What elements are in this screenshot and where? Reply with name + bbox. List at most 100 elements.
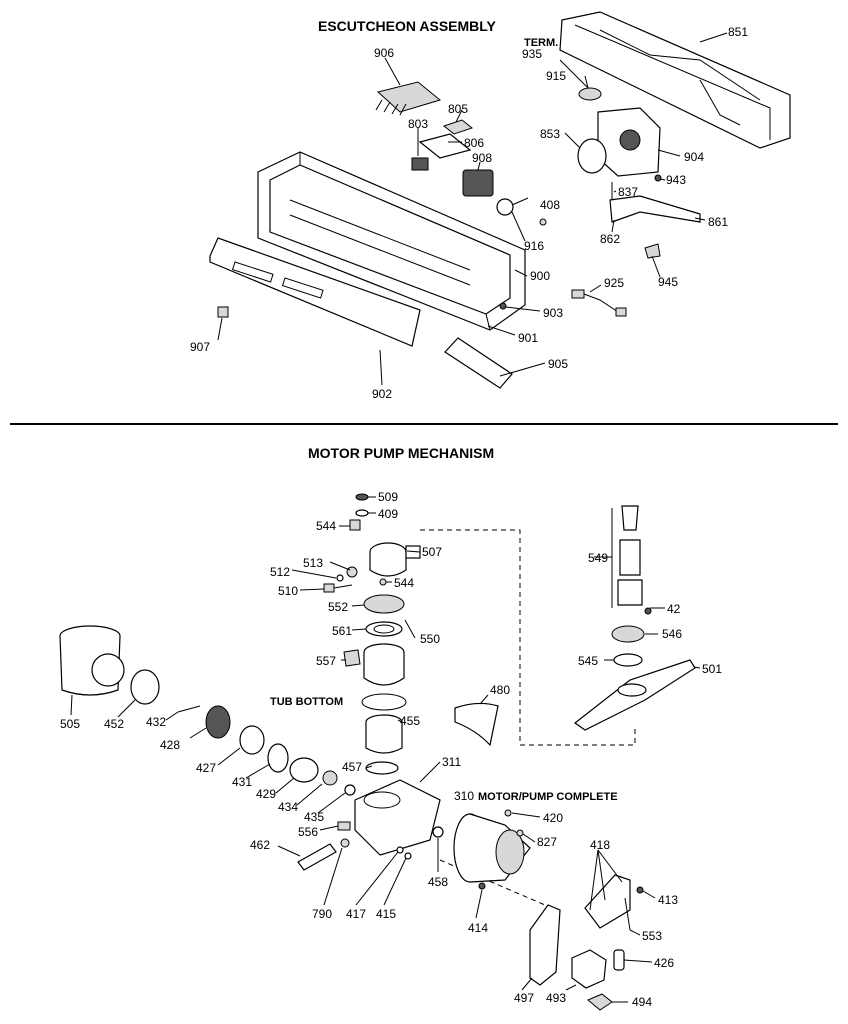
part-42	[644, 607, 652, 615]
label-505: 505	[60, 717, 80, 731]
part-945	[644, 243, 661, 259]
part-902-panel	[209, 237, 421, 347]
part-414	[478, 882, 486, 890]
label-458: 458	[428, 875, 448, 889]
label-902: 902	[372, 387, 392, 401]
label-497: 497	[514, 991, 534, 1005]
part-431	[267, 743, 289, 773]
part-806	[418, 133, 472, 159]
part-553	[624, 897, 631, 931]
label-434: 434	[278, 800, 298, 814]
label-916: 916	[524, 239, 544, 253]
part-426	[613, 949, 625, 971]
part-803-switch	[411, 157, 429, 171]
part-415	[404, 852, 412, 860]
label-561: 561	[332, 624, 352, 638]
label-915: 915	[546, 69, 566, 83]
label-907: 907	[190, 340, 210, 354]
part-501-spray-arm	[573, 659, 696, 731]
label-837: 837	[618, 185, 638, 199]
part-925-harness	[571, 289, 627, 317]
label-549: 549	[588, 551, 608, 565]
part-851-console-bracket	[559, 11, 791, 149]
part-494	[587, 993, 613, 1011]
part-480	[454, 702, 499, 747]
label-414: 414	[468, 921, 488, 935]
label-862: 862	[600, 232, 620, 246]
part-432	[177, 705, 201, 713]
label-418: 418	[590, 838, 610, 852]
part-513-impeller	[346, 566, 358, 578]
label-557: 557	[316, 654, 336, 668]
part-418-bracket	[584, 874, 631, 929]
label-544-top: 544	[316, 519, 336, 533]
part-408	[539, 218, 547, 226]
label-507: 507	[422, 545, 442, 559]
label-310: 310	[454, 789, 474, 803]
label-545: 545	[578, 654, 598, 668]
part-546	[611, 625, 645, 643]
part-428	[205, 705, 231, 739]
label-512: 512	[270, 565, 290, 579]
label-550: 550	[420, 632, 440, 646]
part-435	[344, 784, 356, 796]
escutcheon-assembly-title: ESCUTCHEON ASSEMBLY	[318, 18, 497, 34]
part-943	[654, 174, 662, 182]
part-907	[217, 306, 229, 318]
part-512	[336, 574, 344, 582]
motor-pump-complete	[453, 813, 531, 883]
label-420: 420	[543, 811, 563, 825]
label-553: 553	[642, 929, 662, 943]
part-427	[239, 725, 265, 755]
part-905	[444, 337, 513, 389]
part-452-clamp	[130, 669, 160, 705]
part-458	[432, 826, 444, 838]
dashed-link-507-501	[420, 529, 636, 746]
label-943: 943	[666, 173, 686, 187]
label-556: 556	[298, 825, 318, 839]
label-452: 452	[104, 717, 124, 731]
motor-pump-mechanism-title: MOTOR PUMP MECHANISM	[308, 445, 494, 461]
label-493: 493	[546, 991, 566, 1005]
label-546: 546	[662, 627, 682, 641]
label-motor-pump-complete: MOTOR/PUMP COMPLETE	[478, 791, 618, 803]
label-432: 432	[146, 715, 166, 729]
part-549-wash-tube	[617, 505, 643, 606]
part-790	[340, 838, 350, 848]
part-904-timer	[597, 107, 661, 177]
part-510-bolt	[323, 583, 353, 593]
part-417	[396, 846, 404, 854]
part-409-washer	[355, 509, 369, 517]
part-509-screw	[355, 493, 369, 501]
part-420	[504, 809, 512, 817]
part-311-pump-base	[354, 779, 441, 856]
label-428: 428	[160, 738, 180, 752]
part-853-motor	[577, 138, 607, 174]
part-434	[322, 770, 338, 786]
label-945: 945	[658, 275, 678, 289]
label-480: 480	[490, 683, 510, 697]
label-552: 552	[328, 600, 348, 614]
label-413: 413	[658, 893, 678, 907]
part-550-pump-housing	[363, 643, 405, 686]
part-507-housing	[369, 542, 421, 577]
part-908-selector	[462, 169, 494, 197]
label-900: 900	[530, 269, 550, 283]
part-429	[289, 757, 319, 783]
part-457	[365, 761, 399, 775]
part-906-connector	[375, 81, 442, 116]
label-901: 901	[518, 331, 538, 345]
label-510: 510	[278, 584, 298, 598]
part-901-escutcheon-frame	[257, 151, 526, 331]
label-513: 513	[303, 556, 323, 570]
label-455: 455	[400, 714, 420, 728]
part-915	[578, 87, 602, 101]
label-908: 908	[472, 151, 492, 165]
part-544-top	[349, 519, 361, 531]
part-827	[516, 829, 524, 837]
part-413	[636, 886, 644, 894]
label-903: 903	[543, 306, 563, 320]
label-417: 417	[346, 907, 366, 921]
label-861: 861	[708, 215, 728, 229]
